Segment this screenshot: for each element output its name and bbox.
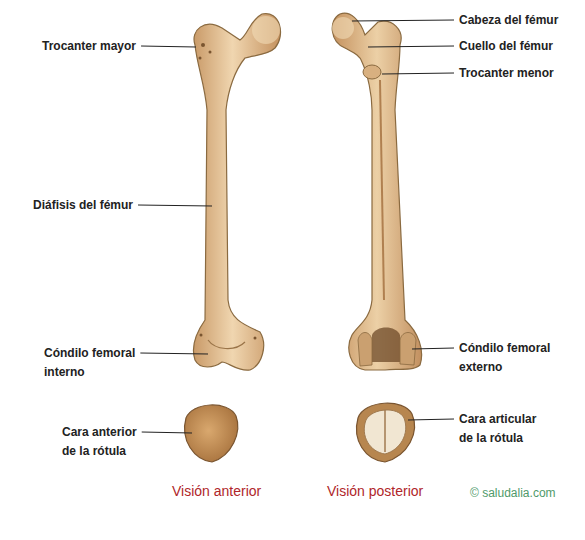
leader-line: [408, 419, 454, 420]
part-label: Trocanter menor: [459, 64, 583, 83]
part-label: Cara anterior de la rótula: [62, 423, 147, 461]
part-label: Diáfisis del fémur: [33, 196, 163, 215]
part-label: Cóndilo femoral externo: [459, 339, 559, 377]
leader-line: [141, 46, 196, 47]
view-caption: Visión anterior: [172, 482, 261, 500]
leader-line: [368, 46, 454, 47]
leader-line: [142, 432, 192, 433]
part-label: Cuello del fémur: [459, 37, 583, 56]
copyright-note: © saludalia.com: [470, 485, 556, 501]
leader-line: [140, 353, 208, 354]
leader-line: [352, 20, 454, 21]
view-caption: Visión posterior: [327, 482, 423, 500]
leader-line: [138, 205, 212, 206]
femur-anterior: [193, 14, 280, 371]
part-label: Cóndilo femoral interno: [44, 344, 144, 382]
femur-posterior: [332, 13, 421, 370]
patella-anterior: [185, 405, 238, 462]
part-label: Cabeza del fémur: [459, 11, 583, 30]
leader-line: [382, 73, 454, 74]
part-label: Trocanter mayor: [42, 37, 172, 56]
patella-posterior: [357, 403, 415, 462]
part-label: Cara articular de la rótula: [459, 410, 547, 448]
leader-line: [412, 348, 454, 349]
